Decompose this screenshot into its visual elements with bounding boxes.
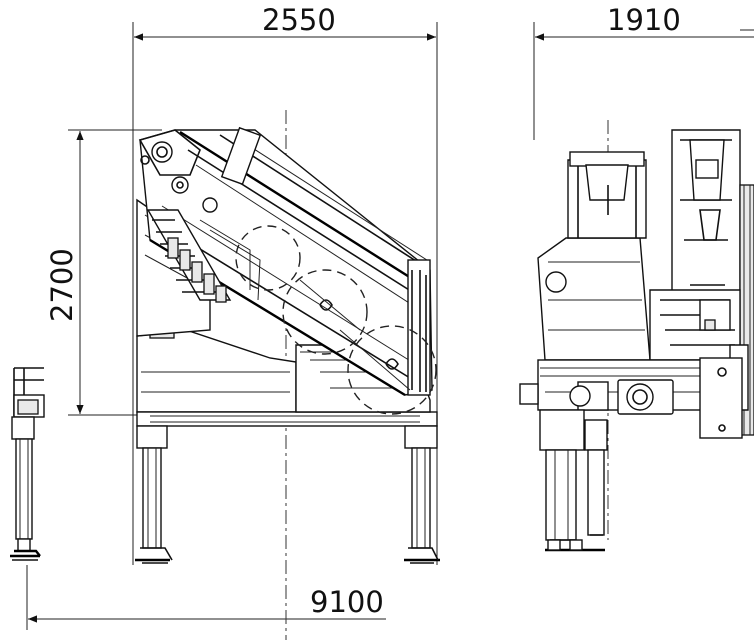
stowed-jib-circle-1: [235, 225, 301, 291]
control-valve-bank: [146, 209, 261, 303]
dimension-width-front: 2550: [132, 3, 438, 565]
stowed-jib-circle-3: [347, 325, 437, 415]
stowed-jib-circle-2: [282, 269, 368, 355]
base-housing: [136, 329, 297, 413]
dimension-label-width-side: 1910: [607, 3, 681, 37]
front-outrigger-right: [404, 425, 440, 564]
dimension-width-side: 1910: [533, 3, 754, 140]
dimension-label-height: 2700: [45, 248, 79, 322]
extended-outrigger-leg: [10, 367, 45, 561]
dimension-label-outreach: 9100: [310, 585, 384, 619]
dimension-height: 2700: [45, 129, 162, 416]
side-oil-tank: [537, 237, 651, 361]
crane-side-view: [519, 120, 754, 552]
boom-head: [220, 126, 262, 186]
boom-pivot: [151, 141, 173, 163]
dimension-outreach: 9100: [26, 565, 386, 630]
front-outrigger-left: [135, 425, 173, 564]
side-outrigger-legs: [539, 409, 608, 552]
dimension-label-width-front: 2550: [262, 3, 336, 37]
base-frame: [136, 411, 438, 427]
side-control-box: [699, 357, 743, 439]
crane-front-view: [135, 126, 440, 564]
